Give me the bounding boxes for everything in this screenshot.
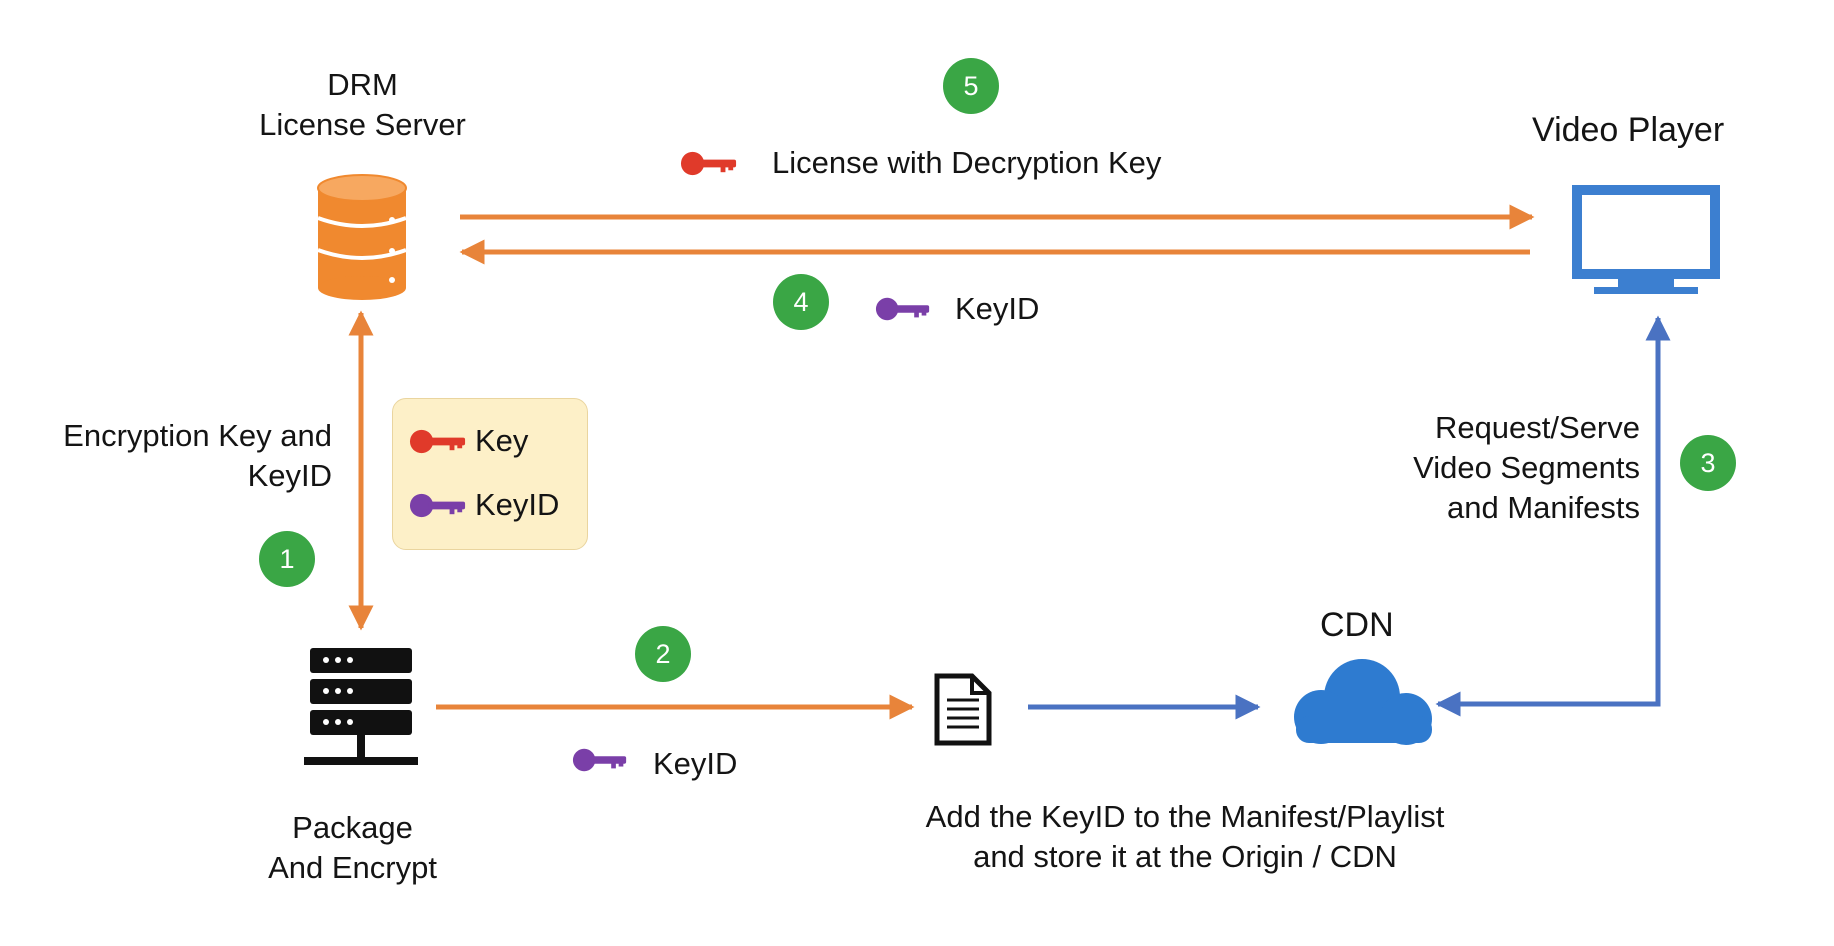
drm-server-line1: DRM [327, 67, 398, 102]
legend-key-label: Key [475, 423, 529, 458]
step-badge-4: 4 [773, 274, 829, 330]
encryption-line2: KeyID [247, 458, 332, 493]
cdn-label: CDN [1320, 606, 1394, 644]
monitor-icon [1572, 185, 1720, 294]
keyid-package-label: KeyID [653, 746, 738, 781]
legend-keyid-label: KeyID [475, 487, 560, 522]
request-line1: Request/Serve [1434, 410, 1640, 445]
encryption-key-label: Encryption Key and KeyID [20, 416, 332, 496]
encryption-line1: Encryption Key and [63, 418, 332, 453]
step-badge-2: 2 [635, 626, 691, 682]
key-icon-keyid-package [572, 748, 627, 772]
license-message-label: License with Decryption Key [772, 145, 1162, 180]
request-serve-label: Request/Serve Video Segments and Manifes… [1338, 408, 1640, 528]
server-rack-icon [304, 648, 418, 765]
video-player-label: Video Player [1532, 111, 1725, 149]
key-icon [409, 427, 467, 456]
step-badge-1: 1 [259, 531, 315, 587]
manifest-line1: Add the KeyID to the Manifest/Playlist [925, 799, 1445, 834]
document-icon [934, 673, 992, 746]
drm-server-label: DRM License Server [250, 65, 475, 145]
packager-line1: Package [292, 810, 413, 845]
cdn-player-arrow [1435, 315, 1671, 717]
request-line3: and Manifests [1447, 490, 1640, 525]
request-line2: Video Segments [1413, 450, 1640, 485]
key-icon-license [680, 151, 737, 176]
drm-server-line2: License Server [259, 107, 466, 142]
cloud-icon [1294, 659, 1432, 745]
keyid-request-label: KeyID [955, 291, 1040, 326]
manifest-caption: Add the KeyID to the Manifest/Playlist a… [860, 797, 1510, 877]
legend-row-key: Key [409, 421, 528, 461]
step-badge-3: 3 [1680, 435, 1736, 491]
packager-line2: And Encrypt [268, 850, 437, 885]
step-badge-5: 5 [943, 58, 999, 114]
key-icon [409, 491, 467, 520]
legend-row-keyid: KeyID [409, 485, 559, 525]
database-icon [317, 174, 407, 300]
key-icon-keyid-request [875, 297, 930, 321]
key-legend: Key KeyID [392, 398, 588, 550]
manifest-line2: and store it at the Origin / CDN [973, 839, 1397, 874]
packager-label: Package And Encrypt [240, 808, 465, 888]
